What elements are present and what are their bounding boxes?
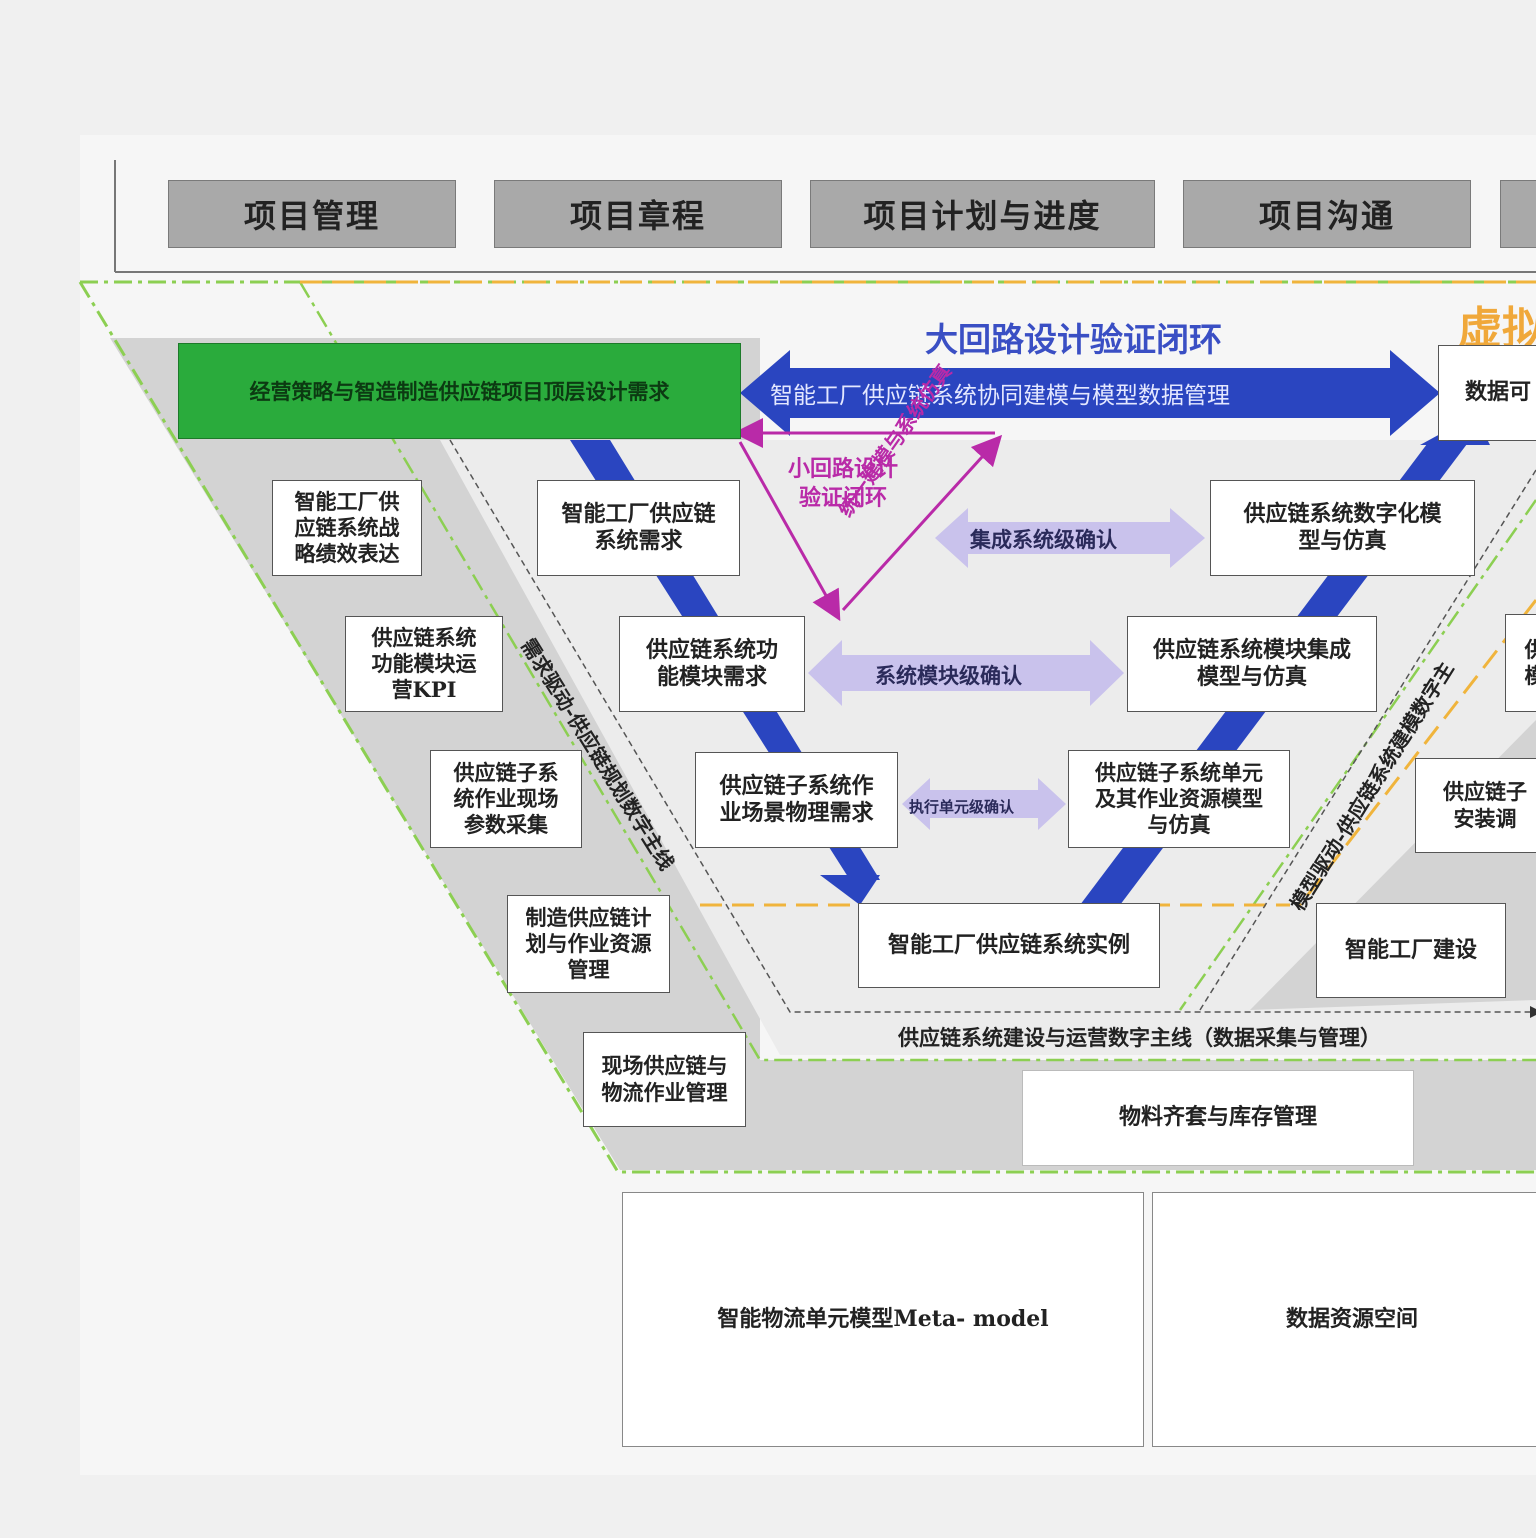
small-loop-right-edge (841, 434, 1003, 612)
v-left-box-module-req: 供应链系统功能模块需求 (619, 616, 805, 712)
left-box-logistics-ops: 现场供应链与物流作业管理 (583, 1032, 746, 1127)
v-bottom-system-instance: 智能工厂供应链系统实例 (858, 903, 1160, 988)
v-right-box-unit-model: 供应链子系统单元及其作业资源模型与仿真 (1068, 750, 1290, 848)
confirm-label-module: 系统模块级确认 (875, 663, 1022, 688)
tab-project-communication[interactable]: 项目沟通 (1183, 180, 1471, 248)
right-partial-box-2: 供应链子安装调 (1415, 758, 1536, 853)
v-left-box-physical-req: 供应链子系统作业场景物理需求 (695, 752, 898, 848)
v-right-box-digital-model: 供应链系统数字化模型与仿真 (1210, 480, 1475, 576)
meta-model-box: 智能物流单元模型Meta- model (622, 1192, 1144, 1447)
orange-dash-right (1298, 599, 1536, 906)
left-box-field-params: 供应链子系统作业现场参数采集 (430, 750, 582, 848)
bottom-thread-label: 供应链系统建设与运营数字主线（数据采集与管理） (898, 1025, 1381, 1050)
data-resource-space-box: 数据资源空间 (1152, 1192, 1536, 1447)
right-partial-box-1: 供模 (1505, 614, 1536, 712)
left-box-resource-mgmt: 制造供应链计划与作业资源管理 (507, 895, 670, 993)
material-inventory-box: 物料齐套与库存管理 (1022, 1070, 1414, 1166)
right-top-box: 数据可 (1438, 345, 1536, 441)
v-right-box-module-integration: 供应链系统模块集成模型与仿真 (1127, 616, 1377, 712)
top-level-requirement-box: 经营策略与智造制造供应链项目顶层设计需求 (178, 343, 741, 439)
left-thread-line (449, 439, 1536, 1018)
v-left-arrowhead (820, 875, 880, 905)
small-loop-left-edge (738, 441, 841, 622)
v-left-box-system-req: 智能工厂供应链系统需求 (537, 480, 740, 576)
confirm-label-integration: 集成系统级确认 (970, 527, 1117, 552)
confirm-arrow-integration (935, 508, 1205, 568)
confirm-arrow-unit (902, 778, 1066, 830)
confirm-arrow-module (808, 640, 1124, 706)
tab-project-charter[interactable]: 项目章程 (494, 180, 782, 248)
left-box-kpi: 供应链系统功能模块运营KPI (345, 616, 503, 712)
green-boundary-left (78, 281, 1536, 1174)
main-double-arrow (740, 350, 1440, 436)
green-boundary-right (1178, 499, 1536, 1011)
big-loop-title: 大回路设计验证闭环 (925, 320, 1222, 359)
inner-light-region (440, 440, 1536, 1055)
tab-project-management[interactable]: 项目管理 (168, 180, 456, 248)
main-arrow-label: 智能工厂供应链系统协同建模与模型数据管理 (770, 383, 1230, 409)
right-thread-line (1199, 469, 1536, 1011)
tab-project-plan[interactable]: 项目计划与进度 (810, 180, 1155, 248)
green-boundary-inner (298, 281, 1536, 1062)
tab-partial[interactable] (1500, 180, 1536, 248)
small-loop-label: 小回路设计验证闭环 (788, 456, 899, 511)
factory-build-box: 智能工厂建设 (1316, 903, 1506, 998)
left-box-strategy: 智能工厂供应链系统战略绩效表达 (272, 480, 422, 576)
outer-gray-region (110, 338, 1536, 1170)
confirm-label-unit: 执行单元级确认 (909, 798, 1015, 816)
